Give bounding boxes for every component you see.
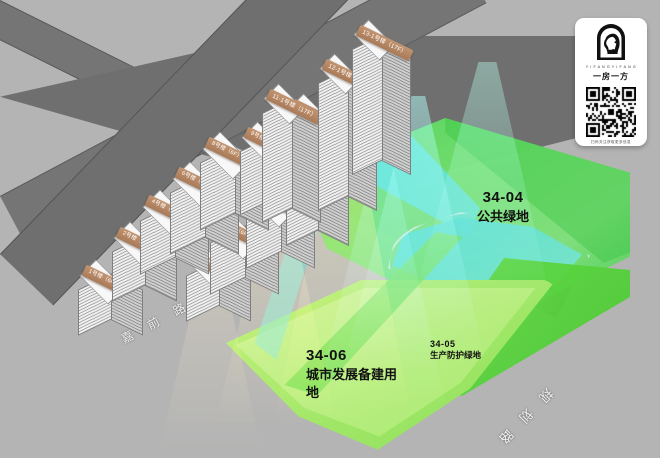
parcel-name-34-05: 生产防护绿地 [430,350,482,361]
parcel-code-34-05: 34-05 [430,339,456,349]
portrait-logo-icon [597,24,625,60]
parcel-label-34-06: 34-06 城市发展备建用 地 [306,346,406,401]
brand-subtitle: Y I F A N G Y I F A N G [585,65,637,69]
parcel-name-34-06-line2: 地 [306,384,320,400]
building[interactable]: 11-1号楼（17F） [262,83,323,224]
parcel-name-34-04: 公共绿地 [476,209,529,225]
qr-caption: 扫码关注获取更多信息 [591,140,631,144]
parcel-label-34-04: 34-04 公共绿地 [448,188,558,226]
brand-logo-card[interactable]: Y I F A N G Y I F A N G 一房一方 扫码关注获取更多信息 [575,18,647,146]
brand-name: 一房一方 [593,72,629,81]
parcel-code-34-04: 34-04 [482,189,524,206]
parcel-name-34-06-line1: 城市发展备建用 [306,367,398,383]
qr-code[interactable] [586,87,636,137]
parcel-code-34-06: 34-06 [306,347,347,364]
building[interactable]: 13-1号楼（17F） [352,19,413,176]
parcel-label-34-05: 34-05 生产防护绿地 [430,338,510,362]
